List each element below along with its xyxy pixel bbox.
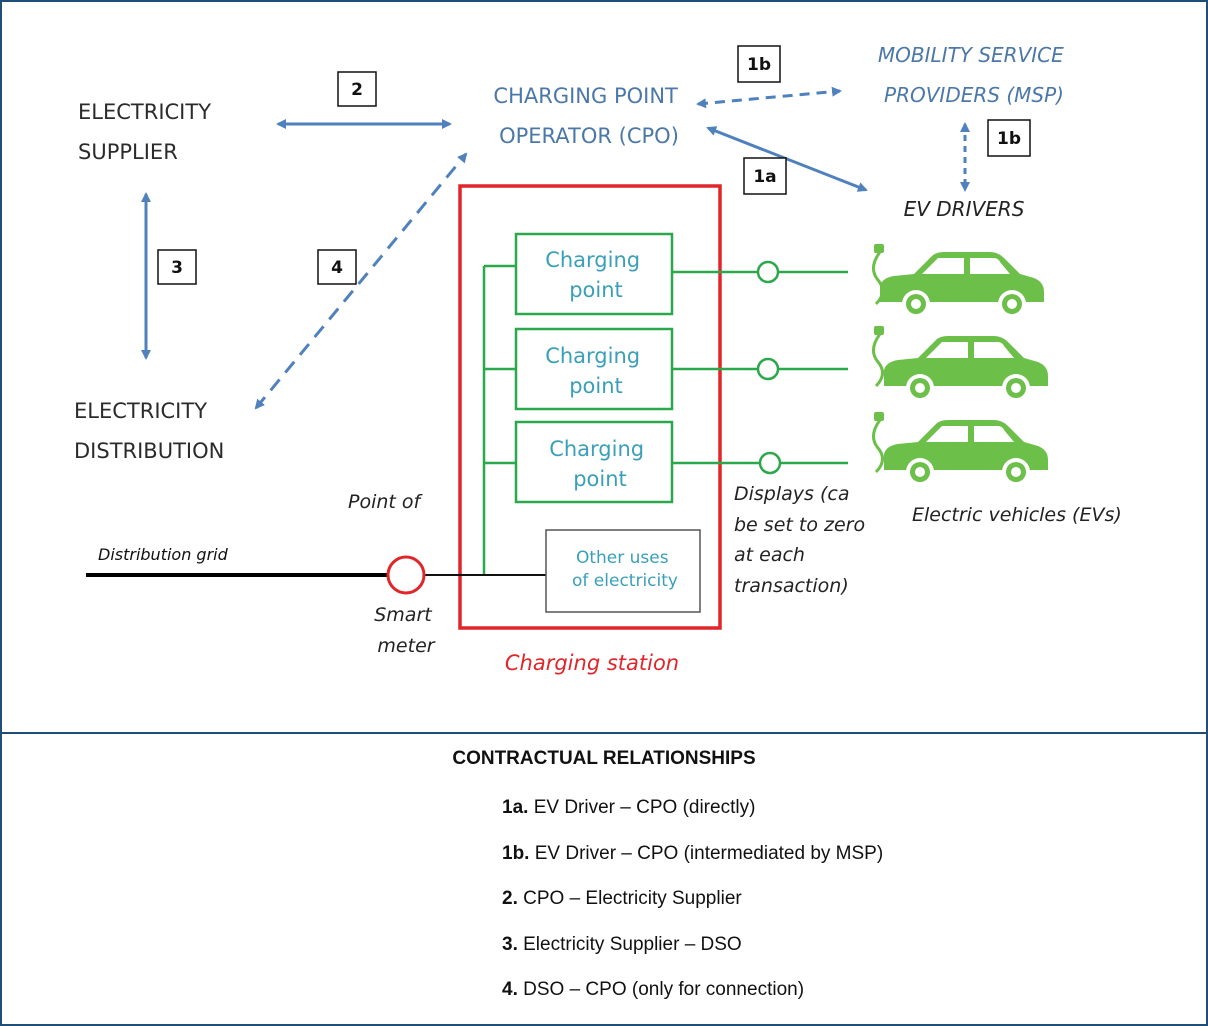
legend-code: 3. — [502, 933, 518, 955]
legend-text: CPO – Electricity Supplier — [517, 888, 742, 909]
arrow-4 — [254, 152, 468, 410]
svg-text:3: 3 — [171, 258, 183, 278]
point-of-label: Point of — [348, 491, 424, 513]
msp-label: MOBILITY SERVICE PROVIDERS (MSP) — [878, 43, 1070, 107]
legend-code: 1b. — [502, 842, 530, 864]
svg-text:1a: 1a — [753, 167, 776, 187]
svg-text:1b: 1b — [997, 129, 1021, 149]
legend-code: 1a. — [502, 797, 529, 818]
tag-1a: 1a — [743, 157, 787, 195]
cpo-label: CHARGING POINT OPERATOR (CPO) — [493, 84, 684, 148]
legend-text: EV Driver – CPO (intermediated by MSP) — [529, 842, 884, 864]
charging-station-label: Charging station — [505, 651, 679, 675]
svg-text:Charging point: Charging point — [545, 248, 647, 302]
arrow-1a — [706, 126, 868, 192]
electric-vehicles-label: Electric vehicles (EVs) — [912, 504, 1122, 526]
legend-code: 4. — [502, 979, 518, 1000]
charging-station-box — [458, 184, 722, 630]
tag-2: 2 — [337, 71, 377, 107]
svg-text:2: 2 — [351, 80, 363, 100]
section-divider — [0, 732, 1208, 734]
legend-code: 2. — [502, 888, 518, 909]
tag-1b-top: 1b — [737, 45, 781, 83]
charging-point-2: Charging point — [514, 327, 674, 411]
svg-text:4: 4 — [331, 258, 343, 278]
charging-point-3: Charging point — [514, 420, 674, 504]
legend-text: Electricity Supplier – DSO — [517, 933, 742, 955]
legend-text: DSO – CPO (only for connection) — [517, 979, 805, 1000]
tag-3: 3 — [157, 249, 197, 285]
svg-text:Charging point: Charging point — [545, 344, 647, 398]
tag-4: 4 — [317, 249, 357, 285]
smart-meter-label: Smart meter — [374, 604, 438, 657]
svg-text:Other uses of electricit: Other uses of electricity — [572, 548, 678, 591]
legend-list: 1a. EV Driver – CPO (directly) 1b. EV Dr… — [502, 796, 883, 1024]
distribution-grid-label: Distribution grid — [98, 545, 229, 564]
legend-item-4: 4. DSO – CPO (only for connection) — [502, 978, 883, 1024]
ev-drivers-label: EV DRIVERS — [904, 197, 1025, 221]
charging-point-1: Charging point — [514, 232, 674, 316]
ev-car-icon-2 — [872, 326, 1048, 402]
display-meter-2 — [756, 357, 780, 381]
legend-title: CONTRACTUAL RELATIONSHIPS — [452, 748, 756, 769]
displays-label: Displays (ca be set to zero at each tran… — [734, 483, 871, 597]
smart-meter-icon — [386, 555, 426, 595]
ev-car-icon-1 — [872, 244, 1044, 318]
legend-text: EV Driver – CPO (directly) — [528, 797, 756, 818]
ev-car-icon-3 — [872, 412, 1048, 486]
legend-item-2: 2. CPO – Electricity Supplier — [502, 887, 883, 933]
arrow-1b-top — [696, 86, 842, 109]
display-meter-1 — [756, 260, 780, 284]
other-uses-box: Other uses of electricity — [545, 529, 701, 613]
svg-text:Charging point: Charging point — [549, 437, 651, 491]
legend-item-3: 3. Electricity Supplier – DSO — [502, 933, 883, 979]
legend-item-1a: 1a. EV Driver – CPO (directly) — [502, 796, 883, 842]
distribution-label: ELECTRICITY DISTRIBUTION — [74, 399, 224, 463]
legend-item-1b: 1b. EV Driver – CPO (intermediated by MS… — [502, 842, 883, 888]
svg-text:1b: 1b — [747, 55, 771, 75]
display-meter-3 — [758, 451, 782, 475]
supplier-label: ELECTRICITY SUPPLIER — [78, 100, 218, 164]
tag-1b-right: 1b — [987, 119, 1031, 157]
contract-diagram: ELECTRICITY SUPPLIER ELECTRICITY DISTRIB… — [74, 43, 1122, 675]
